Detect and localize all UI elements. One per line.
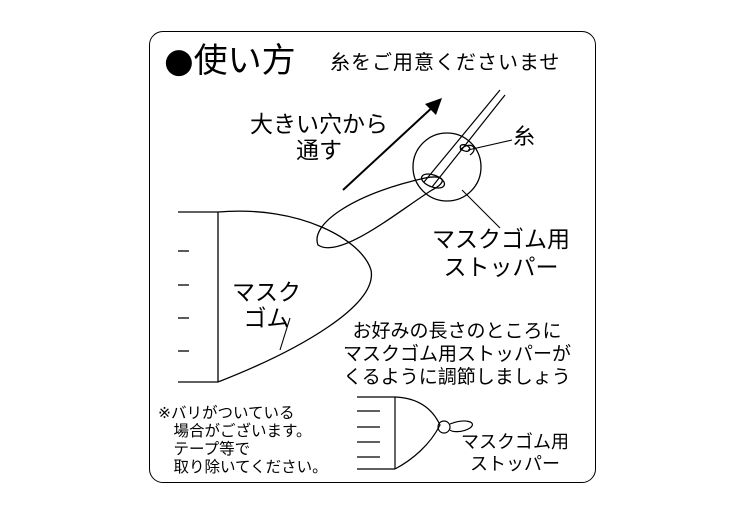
warning-line-2: 場合がございます。 (158, 422, 312, 440)
warning-line-4: 取り除いてください。 (158, 458, 328, 476)
stopper-label-line-1: マスクゴム用 (432, 227, 570, 253)
mask-illustration (178, 210, 372, 383)
thread-instruction-label: 大きい穴から 通す (250, 112, 388, 164)
small-stopper-line-2: ストッパー (470, 454, 560, 475)
warning-note: ※バリがついている 場合がございます。 テープ等で 取り除いてください。 (158, 404, 328, 476)
page-title: ●使い方 (164, 41, 296, 81)
arrow-icon (342, 98, 442, 191)
mask-gum-line-2: ゴム (243, 306, 290, 332)
position-note-line-2: マスクゴム用ストッパーが (343, 343, 572, 365)
position-note-line-3: くるように調節しましょう (343, 366, 571, 388)
small-stopper-label: マスクゴム用 ストッパー (461, 432, 569, 476)
stopper-label: マスクゴム用 ストッパー (432, 226, 570, 282)
leader-lines (279, 139, 513, 351)
stopper-illustration (412, 132, 482, 202)
stopper-label-line-2: ストッパー (443, 255, 559, 281)
small-mask-illustration (357, 396, 473, 470)
elastic-loop (316, 176, 443, 249)
thread-label: 糸 (513, 125, 536, 150)
mask-gum-line-1: マスク (232, 280, 301, 306)
warning-line-1: ※バリがついている (158, 404, 295, 422)
page-subtitle: 糸をご用意くださいませ (330, 50, 561, 74)
instruction-panel (149, 31, 596, 483)
thread-instruction-line-1: 大きい穴から (250, 112, 388, 138)
position-note: お好みの長さのところに マスクゴム用ストッパーが くるように調節しましょう (343, 320, 571, 389)
thread-instruction-line-2: 通す (296, 138, 342, 164)
position-note-line-1: お好みの長さのところに (352, 320, 562, 342)
warning-line-3: テープ等で (158, 440, 251, 458)
small-stopper-line-1: マスクゴム用 (461, 432, 569, 453)
mask-gum-label: マスク ゴム (232, 280, 301, 332)
thread-illustration (423, 89, 506, 188)
